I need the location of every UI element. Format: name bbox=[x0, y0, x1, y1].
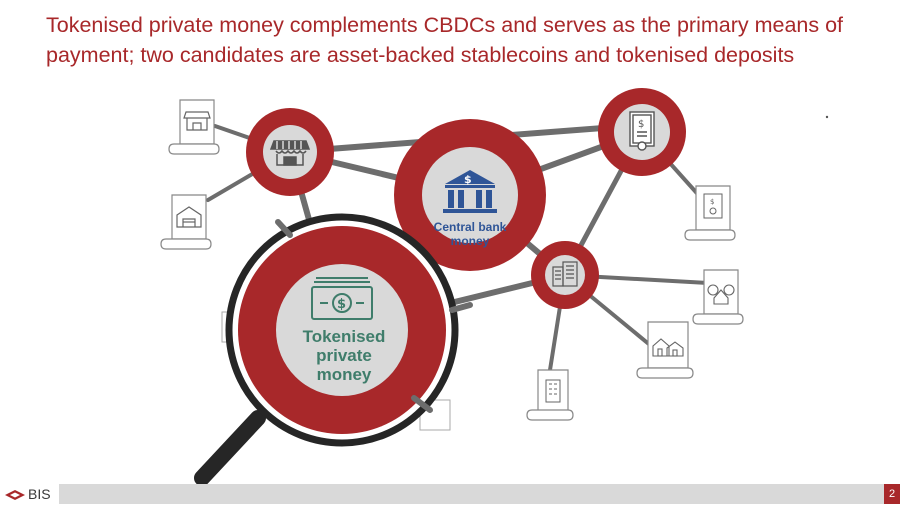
document-icon-apartment bbox=[526, 369, 574, 421]
central-bank-label-line2: money bbox=[451, 234, 490, 248]
tree-house-icon bbox=[707, 284, 735, 305]
slide-title: Tokenised private money complements CBDC… bbox=[46, 10, 896, 70]
certificate-node: $ bbox=[598, 88, 686, 176]
document-icon-two-houses bbox=[636, 321, 694, 379]
network-diagram: $ bbox=[160, 88, 829, 484]
svg-text:$: $ bbox=[337, 297, 346, 312]
tokenised-label-line3: money bbox=[317, 365, 372, 384]
bis-logo-text: BIS bbox=[28, 486, 51, 502]
tokenised-label-line1: Tokenised bbox=[303, 327, 386, 346]
office-building-node bbox=[531, 241, 599, 309]
magnifying-glass-handle bbox=[194, 410, 266, 484]
dollar-bill-icon: $ bbox=[311, 277, 373, 320]
slide-title-line1: Tokenised private money complements CBDC… bbox=[46, 13, 844, 37]
document-icon-warehouse bbox=[160, 194, 212, 250]
svg-text:$: $ bbox=[464, 173, 472, 186]
svg-text:$: $ bbox=[638, 119, 644, 130]
certificate-icon: $ bbox=[629, 111, 655, 151]
svg-text:$: $ bbox=[710, 198, 714, 206]
houses-icon bbox=[652, 338, 684, 357]
storefront-icon bbox=[183, 111, 211, 131]
slide-title-line2: payment; two candidates are asset-backed… bbox=[46, 43, 795, 67]
glass-edge-lines bbox=[275, 219, 473, 413]
page-number: 2 bbox=[884, 484, 900, 504]
apartment-icon bbox=[545, 379, 561, 403]
stray-dot bbox=[825, 115, 829, 119]
document-icon-certificate: $ bbox=[684, 185, 736, 241]
certificate-small-icon: $ bbox=[703, 193, 723, 219]
bis-logo-mark-icon bbox=[4, 488, 26, 500]
storefront-icon bbox=[269, 140, 311, 166]
tokenised-label-line2: private bbox=[316, 346, 372, 365]
tokenised-private-money-node: $ Tokenised private money bbox=[225, 213, 459, 447]
office-building-icon bbox=[552, 261, 578, 287]
document-icon-storefront bbox=[168, 99, 220, 155]
central-bank-label-line1: Central bank bbox=[434, 220, 507, 234]
warehouse-icon bbox=[176, 206, 202, 228]
document-icon-houses bbox=[692, 269, 744, 325]
bank-icon: $ bbox=[443, 170, 497, 213]
bis-logo: BIS bbox=[0, 484, 59, 504]
storefront-node bbox=[246, 108, 334, 196]
footer-bar bbox=[0, 484, 900, 504]
central-bank-node: $ Central bank money bbox=[394, 119, 546, 271]
